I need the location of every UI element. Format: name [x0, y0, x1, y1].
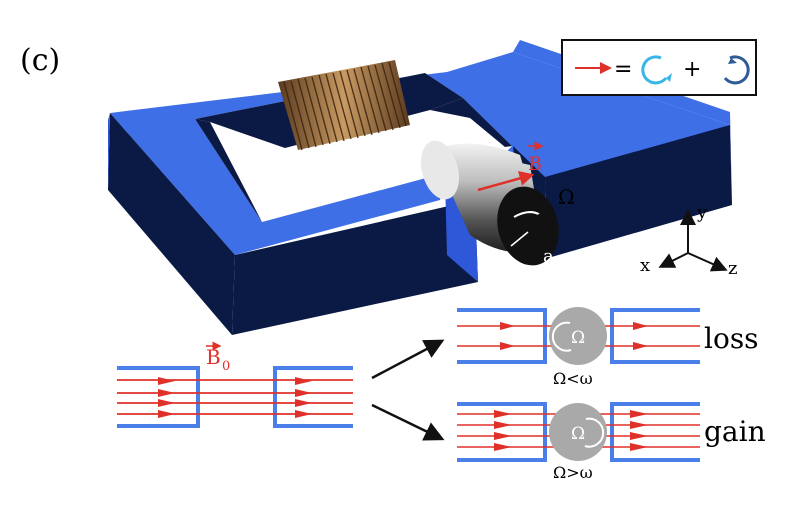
rotor-label-loss: Ω: [571, 328, 585, 348]
axis-x-label: x: [640, 255, 650, 276]
axes-triad: y x z: [640, 202, 737, 279]
rotation-arrow: [513, 207, 551, 226]
panel-label: (c): [20, 43, 60, 78]
b0-subscript: 0: [222, 359, 230, 374]
cw-rotation-icon: [584, 417, 605, 448]
radius-label: a: [543, 246, 554, 267]
gain-label: gain: [704, 415, 766, 448]
axis-y-label: y: [696, 202, 708, 223]
field-arrow: [477, 171, 535, 192]
cw-icon: [723, 55, 750, 85]
b0-label: B: [206, 345, 221, 369]
arrow-to-gain: [371, 403, 445, 441]
legend-plus: +: [683, 57, 701, 82]
gap-schematic-static: B 0: [117, 341, 353, 428]
omega-label: Ω: [558, 185, 575, 209]
ccw-icon: [641, 55, 668, 85]
loss-label: loss: [704, 322, 759, 355]
legend-equals: =: [614, 57, 632, 82]
field-label: B: [528, 153, 542, 175]
rotor-label-gain: Ω: [571, 424, 585, 444]
ccw-rotation-icon: [551, 321, 572, 352]
coil-winding: [278, 60, 410, 151]
gap-schematic-loss: Ω Ω<ω loss: [457, 307, 759, 388]
gain-condition: Ω>ω: [553, 463, 593, 482]
polarization-legend: = +: [561, 39, 757, 96]
axis-z-label: z: [728, 258, 737, 279]
arrow-to-loss: [371, 339, 445, 380]
gap-schematic-gain: Ω Ω>ω gain: [457, 402, 766, 482]
radius-line: [510, 231, 529, 247]
loss-condition: Ω<ω: [553, 369, 593, 388]
